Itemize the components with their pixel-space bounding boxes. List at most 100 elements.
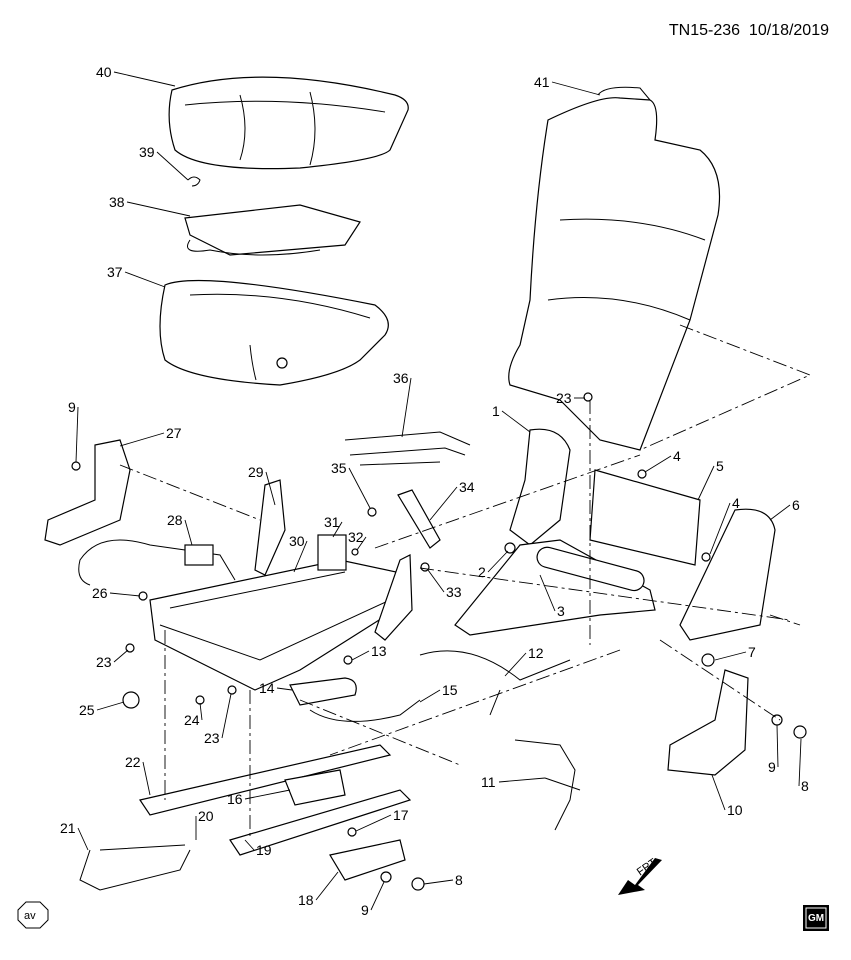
leader-line (551, 81, 601, 96)
leader-line (427, 569, 445, 593)
leader-line (199, 702, 203, 721)
leader-line (265, 471, 276, 506)
leader-line (244, 839, 255, 851)
lumbar-wire (344, 431, 471, 466)
callout-23: 23 (556, 390, 572, 406)
side-trim-left (44, 439, 131, 546)
callout-6: 6 (792, 497, 800, 513)
leader-line (113, 71, 176, 87)
callout-20: 20 (198, 808, 214, 824)
fastener (343, 655, 353, 665)
seat-cushion-cover (168, 76, 409, 170)
callout-30: 30 (289, 533, 305, 549)
fastener (701, 653, 715, 667)
diagram-code: TN15-236 (668, 22, 741, 39)
cover-seams (184, 91, 386, 166)
leader-line (355, 814, 392, 832)
fastener (71, 461, 81, 471)
leader-line (142, 761, 151, 796)
seat-back (508, 97, 721, 451)
leader-lines (75, 71, 802, 911)
callout-13: 13 (371, 643, 387, 659)
seat-back-seams (547, 86, 706, 321)
leader-line (113, 649, 129, 663)
leader-line (75, 406, 79, 463)
leader-line (501, 410, 531, 433)
leader-line (714, 651, 747, 661)
track-mechanism (284, 769, 346, 806)
pad-contours (189, 293, 371, 381)
callout-15: 15 (442, 682, 458, 698)
callout-34: 34 (459, 479, 475, 495)
callout-4: 4 (673, 448, 681, 464)
leader-line (504, 652, 527, 677)
leader-line (356, 536, 367, 551)
callout-40: 40 (96, 64, 112, 80)
front-direction-arrow: FRT (618, 856, 662, 895)
callout-27: 27 (166, 425, 182, 441)
callout-9: 9 (361, 902, 369, 918)
pan-frame-edges (159, 571, 391, 661)
leader-line (351, 650, 370, 661)
seat-frame-rod-right (374, 554, 413, 641)
callout-25: 25 (79, 702, 95, 718)
fastener (793, 725, 807, 739)
seat-heater-mat (184, 204, 361, 256)
leader-line (423, 879, 454, 885)
callout-23: 23 (204, 730, 220, 746)
leader-line (709, 502, 731, 555)
seat-back-frame-lower (589, 469, 701, 566)
callout-37: 37 (107, 264, 123, 280)
fastener (583, 392, 593, 402)
callout-7: 7 (748, 644, 756, 660)
callout-36: 36 (393, 370, 409, 386)
leader-line (769, 504, 791, 521)
leader-line (244, 789, 291, 800)
callout-31: 31 (324, 514, 340, 530)
leader-line (429, 486, 458, 521)
leader-line (332, 521, 343, 538)
wiring-harness (78, 539, 236, 586)
callout-1: 1 (492, 403, 500, 419)
fastener (122, 691, 140, 709)
side-trim-right (667, 669, 749, 776)
fastener (771, 714, 783, 726)
leader-line (711, 774, 726, 811)
leader-line (539, 574, 556, 612)
callout-18: 18 (298, 892, 314, 908)
callout-10: 10 (727, 802, 743, 818)
leader-line (293, 540, 308, 573)
callout-21: 21 (60, 820, 76, 836)
fastener (351, 548, 359, 556)
gm-logo-text: GM (808, 913, 824, 924)
callout-41: 41 (534, 74, 550, 90)
seat-cushion-pad (159, 279, 389, 386)
av-label: av (24, 910, 36, 922)
callout-5: 5 (716, 458, 724, 474)
leader-line (156, 151, 189, 181)
callout-labels: 4039383741369271234535342931323028233364… (60, 64, 809, 918)
leader-line (126, 201, 191, 217)
clip (187, 176, 201, 187)
leader-line (697, 465, 715, 501)
callout-11: 11 (481, 774, 496, 790)
callout-17: 17 (393, 807, 409, 823)
leader-line (370, 881, 385, 911)
callout-8: 8 (455, 872, 463, 888)
callout-38: 38 (109, 194, 125, 210)
callout-9: 9 (768, 759, 776, 775)
callout-9: 9 (68, 399, 76, 415)
gm-logo: GM (803, 905, 829, 931)
seat-frame-rod-left (254, 479, 286, 576)
seat-belt-buckle (397, 489, 441, 549)
track-cover (329, 839, 406, 881)
leader-line (487, 550, 509, 573)
callout-32: 32 (348, 529, 364, 545)
callout-22: 22 (125, 754, 141, 770)
callout-4: 4 (732, 495, 740, 511)
leader-line (315, 871, 339, 901)
av-badge: av (17, 901, 49, 929)
leader-line (96, 701, 125, 711)
callout-33: 33 (446, 584, 462, 600)
